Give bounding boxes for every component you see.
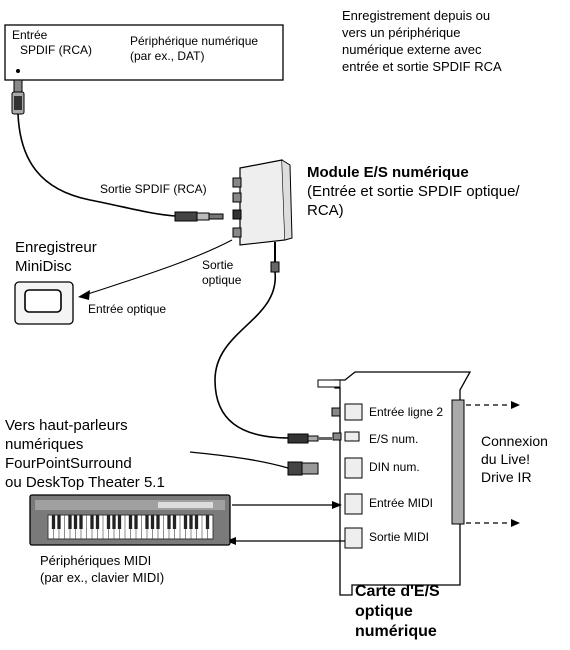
optical-in-label: Entrée optique bbox=[88, 302, 167, 316]
black-key bbox=[167, 515, 171, 529]
midi-devices-line: (par ex., clavier MIDI) bbox=[40, 570, 165, 585]
live-drive-line: du Live! bbox=[481, 451, 531, 467]
spdif-out-label: Sortie SPDIF (RCA) bbox=[100, 182, 207, 196]
port-digital-io: E/S num. bbox=[369, 432, 419, 446]
minidisc-title-line: MiniDisc bbox=[15, 258, 72, 275]
live-drive-arrows bbox=[466, 401, 520, 527]
black-key bbox=[73, 515, 78, 529]
black-key bbox=[156, 515, 160, 529]
black-key bbox=[189, 515, 193, 529]
port-midi-out: Sortie MIDI bbox=[369, 530, 430, 544]
optical-out-line: Sortie bbox=[202, 258, 234, 272]
card-title-line: numérique bbox=[355, 623, 437, 640]
spdif-input-label: Entrée SPDIF (RCA) bbox=[12, 28, 92, 58]
port-digital-din: DIN num. bbox=[369, 460, 420, 474]
minijack-plug bbox=[287, 433, 332, 444]
optical-cable-minidisc bbox=[84, 239, 233, 296]
speakers-note-line: ou DeskTop Theater 5.1 bbox=[5, 474, 165, 491]
minidisc-recorder bbox=[14, 281, 74, 325]
optical-cable-card bbox=[214, 271, 291, 439]
card-title: Carte d'E/S optique numérique bbox=[355, 582, 440, 642]
black-key bbox=[68, 515, 72, 529]
black-key bbox=[194, 515, 199, 529]
black-key bbox=[128, 515, 133, 529]
digital-device-box bbox=[4, 24, 284, 81]
top-note: Enregistrement depuis ou vers un périphé… bbox=[342, 7, 502, 75]
arrow-minidisc bbox=[78, 290, 90, 300]
optical-out-label: Sortie optique bbox=[202, 258, 241, 288]
black-key bbox=[117, 515, 122, 529]
digital-io-module bbox=[232, 159, 293, 273]
black-key bbox=[150, 515, 155, 529]
rca-cable-top bbox=[11, 79, 176, 217]
speakers-note-line: numériques bbox=[5, 436, 84, 453]
speaker-cable bbox=[189, 451, 289, 469]
spdif-input-line: SPDIF (RCA) bbox=[20, 43, 92, 57]
digital-device-line: (par ex., DAT) bbox=[130, 49, 205, 63]
sound-card bbox=[317, 371, 472, 596]
black-key bbox=[205, 515, 210, 529]
black-key bbox=[79, 515, 83, 529]
midi-devices-line: Périphériques MIDI bbox=[40, 553, 152, 568]
minidisc-title: Enregistreur MiniDisc bbox=[15, 238, 97, 276]
minidisc-title-line: Enregistreur bbox=[15, 239, 97, 256]
speakers-note: Vers haut-parleurs numériques FourPointS… bbox=[5, 416, 165, 492]
midi-keyboard bbox=[29, 494, 231, 546]
port-midi-in: Entrée MIDI bbox=[369, 496, 434, 510]
midi-devices-label: Périphériques MIDI (par ex., clavier MID… bbox=[40, 552, 164, 586]
io-module-subtitle-line: RCA) bbox=[307, 202, 344, 219]
io-module-title: Module E/S numérique bbox=[307, 164, 469, 181]
spdif-jack-icon bbox=[16, 69, 20, 73]
optical-out-line: optique bbox=[202, 273, 242, 287]
top-note-line: entrée et sortie SPDIF RCA bbox=[342, 59, 502, 74]
black-key bbox=[57, 515, 61, 529]
card-title-line: Carte d'E/S bbox=[355, 583, 440, 600]
black-key bbox=[183, 515, 188, 529]
digital-device-label: Périphérique numérique (par ex., DAT) bbox=[130, 34, 258, 64]
io-module-subtitle: (Entrée et sortie SPDIF optique/ RCA) bbox=[307, 182, 520, 220]
black-key bbox=[145, 515, 149, 529]
card-title-line: optique bbox=[355, 603, 413, 620]
top-note-line: vers un périphérique bbox=[342, 25, 461, 40]
midi-arrows bbox=[226, 501, 345, 545]
spdif-input-line: Entrée bbox=[12, 28, 48, 42]
black-key bbox=[51, 515, 56, 529]
black-key bbox=[112, 515, 116, 529]
din-plug bbox=[287, 461, 319, 476]
io-module-subtitle-line: (Entrée et sortie SPDIF optique/ bbox=[307, 183, 520, 200]
top-note-line: numérique externe avec bbox=[342, 42, 482, 57]
speakers-note-line: Vers haut-parleurs bbox=[5, 417, 128, 434]
rca-plug-module bbox=[174, 211, 224, 222]
black-key bbox=[106, 515, 111, 529]
port-line-in-2: Entrée ligne 2 bbox=[369, 405, 444, 419]
black-key bbox=[134, 515, 138, 529]
speakers-note-line: FourPointSurround bbox=[5, 455, 132, 472]
black-key bbox=[172, 515, 177, 529]
live-drive-label: Connexion du Live! Drive IR bbox=[481, 432, 548, 486]
live-drive-line: Drive IR bbox=[481, 469, 532, 485]
live-drive-line: Connexion bbox=[481, 433, 548, 449]
black-key bbox=[95, 515, 100, 529]
digital-device-line: Périphérique numérique bbox=[130, 34, 259, 48]
top-note-line: Enregistrement depuis ou bbox=[342, 8, 491, 23]
black-key bbox=[90, 515, 94, 529]
